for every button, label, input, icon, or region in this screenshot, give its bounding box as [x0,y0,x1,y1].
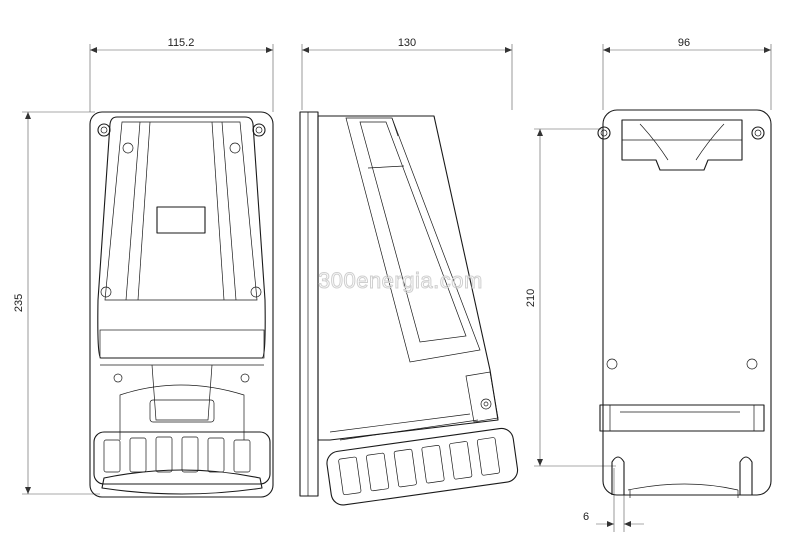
dimension-side-depth: 130 [301,37,513,110]
dim-label-rear-width: 96 [678,37,690,49]
dimension-total-height: 235 [13,111,100,495]
side-view [299,111,519,506]
dim-label-hole-spacing: 210 [525,289,537,307]
rear-view [597,109,772,498]
front-view [89,111,274,498]
ring-grip [103,436,251,473]
dim-label-slot-width: 6 [583,511,589,523]
dim-label-total-height: 235 [13,294,25,312]
dim-label-side-depth: 130 [398,37,416,49]
watermark-text: 300energia.com [318,268,483,293]
dim-label-front-width: 115.2 [168,37,195,49]
side-socket-ring [326,427,519,506]
dimension-slot-width: 6 [583,468,644,532]
dimension-hole-spacing: 210 [525,128,616,467]
dimension-front-width: 115.2 [89,37,274,112]
dimension-rear-width: 96 [602,37,772,110]
